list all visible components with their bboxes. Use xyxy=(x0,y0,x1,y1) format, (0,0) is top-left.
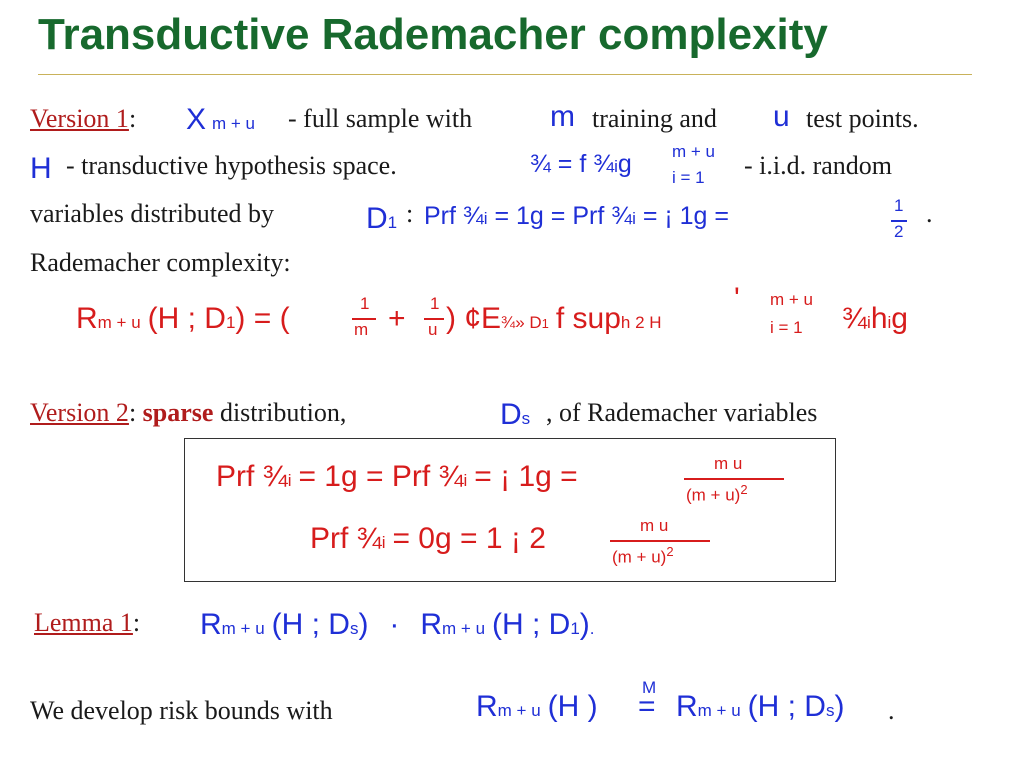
lemma-formula: Rm + u (H ; Ds) · Rm + u (H ; D1). xyxy=(200,608,595,641)
h-symbol: H xyxy=(30,152,52,185)
test-points-text: test points. xyxy=(806,104,919,133)
sigma-set-sub: i = 1 xyxy=(672,168,705,187)
hypothesis-text: - transductive hypothesis space. xyxy=(66,151,397,180)
box-row-1: Prf ¾i = 1g = Prf ¾i = ¡ 1g = xyxy=(216,460,578,493)
sum-symbol: ' xyxy=(734,282,740,315)
version2-line: Version 2: sparse distribution, xyxy=(30,398,347,427)
u-symbol: u xyxy=(773,100,790,133)
version1-label: Version 1 xyxy=(30,104,129,133)
sparse-distribution-box xyxy=(184,438,836,582)
full-sample-text: - full sample with xyxy=(288,104,473,133)
rademacher-formula: Rm + u (H ; D1) = ( xyxy=(76,302,290,335)
sigma-set: ¾ = f ¾ig xyxy=(530,150,632,178)
risk-bounds-text: We develop risk bounds with xyxy=(30,696,333,725)
defined-eq: = xyxy=(638,690,656,723)
version1-line: Version 1: xyxy=(30,104,137,133)
rademacher-heading: Rademacher complexity: xyxy=(30,248,291,277)
page-title: Transductive Rademacher complexity xyxy=(38,10,828,59)
version2-label: Version 2 xyxy=(30,398,129,427)
half-bar xyxy=(891,220,907,222)
distributed-text: variables distributed by xyxy=(30,199,275,228)
half-den: 2 xyxy=(894,222,904,241)
sigma-set-sup: m + u xyxy=(672,142,715,161)
sparse-word: sparse xyxy=(142,398,214,427)
box-row-2: Prf ¾i = 0g = 1 ¡ 2 xyxy=(310,522,546,555)
final-definition: Rm + u (H ) xyxy=(476,690,598,723)
d1-symbol: D1 xyxy=(366,202,398,235)
half-num: 1 xyxy=(894,196,904,215)
ds-symbol: Ds xyxy=(500,398,531,431)
training-text: training and xyxy=(592,104,717,133)
lemma-label: Lemma 1 xyxy=(34,608,133,637)
iid-text: - i.i.d. random xyxy=(744,151,893,180)
defined-M: M xyxy=(642,678,657,697)
title-divider xyxy=(38,74,972,75)
d1-definition: Prf ¾i = 1g = Prf ¾i = ¡ 1g = xyxy=(424,202,729,230)
m-symbol: m xyxy=(550,100,575,133)
lemma-line: Lemma 1: xyxy=(34,608,141,637)
